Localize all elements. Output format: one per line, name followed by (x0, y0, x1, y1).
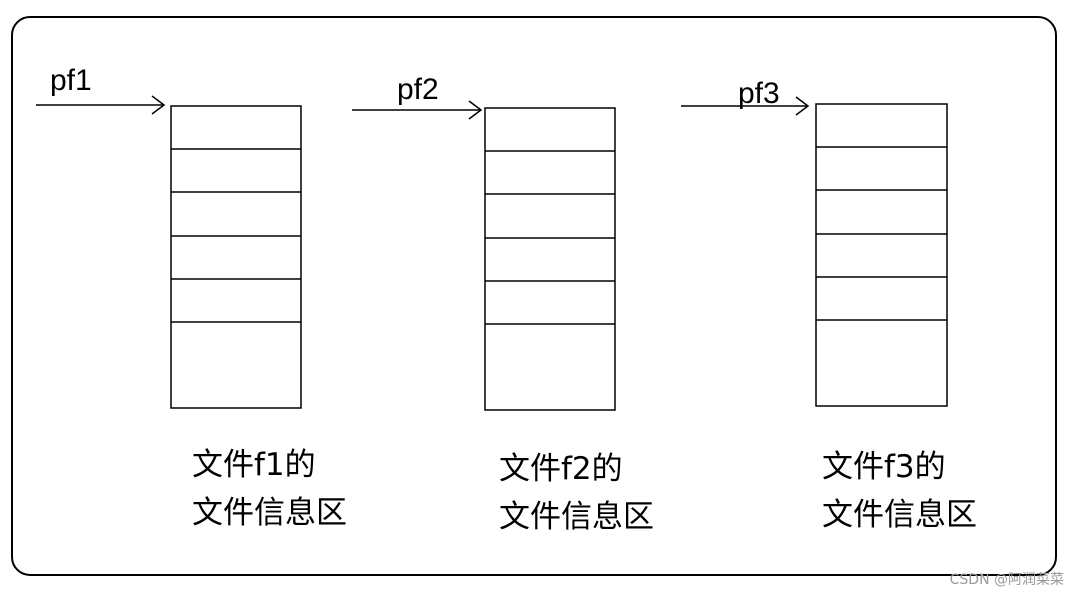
arrow-head-pf3 (795, 96, 810, 116)
info-block-f1 (170, 105, 302, 409)
caption-f3: 文件f3的 文件信息区 (822, 443, 977, 539)
caption-f1-line2: 文件信息区 (192, 495, 347, 531)
caption-f2: 文件f2的 文件信息区 (499, 445, 654, 541)
pointer-label-pf3: pf3 (738, 77, 780, 110)
info-block-f2 (484, 107, 616, 411)
caption-f1: 文件f1的 文件信息区 (192, 441, 347, 537)
file-group-f2: pf2 (352, 73, 616, 411)
pointer-label-pf1: pf1 (50, 64, 92, 97)
pointer-label-pf2: pf2 (397, 73, 439, 106)
caption-f2-line1: 文件f2的 (499, 451, 623, 487)
arrow-head-pf1 (151, 95, 166, 115)
caption-f3-line2: 文件信息区 (822, 497, 977, 533)
caption-f3-line1: 文件f3的 (822, 449, 946, 485)
info-block-f3 (815, 103, 948, 407)
arrow-head-pf2 (468, 100, 483, 120)
caption-f1-line1: 文件f1的 (192, 447, 316, 483)
caption-f2-line2: 文件信息区 (499, 499, 654, 535)
file-group-f1: pf1 (36, 64, 302, 409)
diagram-border (11, 16, 1057, 576)
file-group-f3: pf3 (681, 77, 948, 407)
watermark: CSDN @阿润菜菜 (949, 572, 1064, 588)
